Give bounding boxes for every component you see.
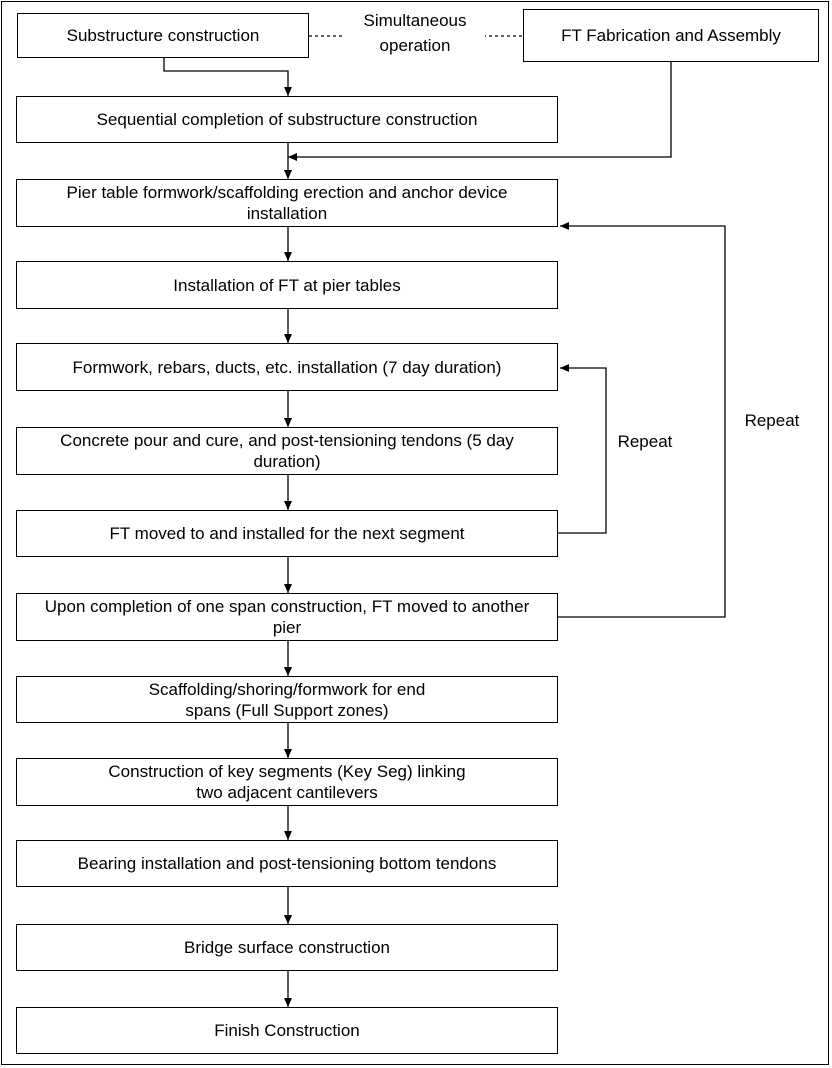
repeat-loop-outer (558, 222, 726, 618)
simultaneous-operation-label: Simultaneous operation (345, 10, 485, 56)
arrow-substructure-to-sequential (163, 58, 292, 96)
repeat-inner-label: Repeat (610, 431, 680, 452)
step-bearing-installation: Bearing installation and post-tensioning… (16, 840, 558, 887)
step-scaffolding-end-spans: Scaffolding/shoring/formwork for end spa… (16, 676, 558, 723)
step-ft-moved-next-segment: FT moved to and installed for the next s… (16, 510, 558, 557)
simultaneous-label-line1: Simultaneous (363, 11, 467, 30)
step-bridge-surface: Bridge surface construction (16, 924, 558, 971)
repeat-outer-label: Repeat (735, 410, 809, 431)
step-sequential-completion: Sequential completion of substructure co… (16, 96, 558, 143)
step-installation-of-ft: Installation of FT at pier tables (16, 261, 558, 309)
simultaneous-label-line2: operation (379, 36, 451, 55)
step-ft-fabrication-assembly: FT Fabrication and Assembly (523, 9, 819, 62)
arrow-ft-fabrication-join (288, 62, 672, 161)
step-concrete-pour-cure: Concrete pour and cure, and post-tension… (16, 427, 558, 475)
step-formwork-rebars-ducts: Formwork, rebars, ducts, etc. installati… (16, 343, 558, 391)
step-pier-table-formwork: Pier table formwork/scaffolding erection… (16, 179, 558, 227)
step-substructure-construction: Substructure construction (17, 13, 309, 58)
repeat-loop-inner (558, 364, 607, 534)
step-span-completion-ft-moved: Upon completion of one span construction… (16, 593, 558, 641)
step-key-segments: Construction of key segments (Key Seg) l… (16, 758, 558, 806)
step-finish-construction: Finish Construction (16, 1007, 558, 1054)
